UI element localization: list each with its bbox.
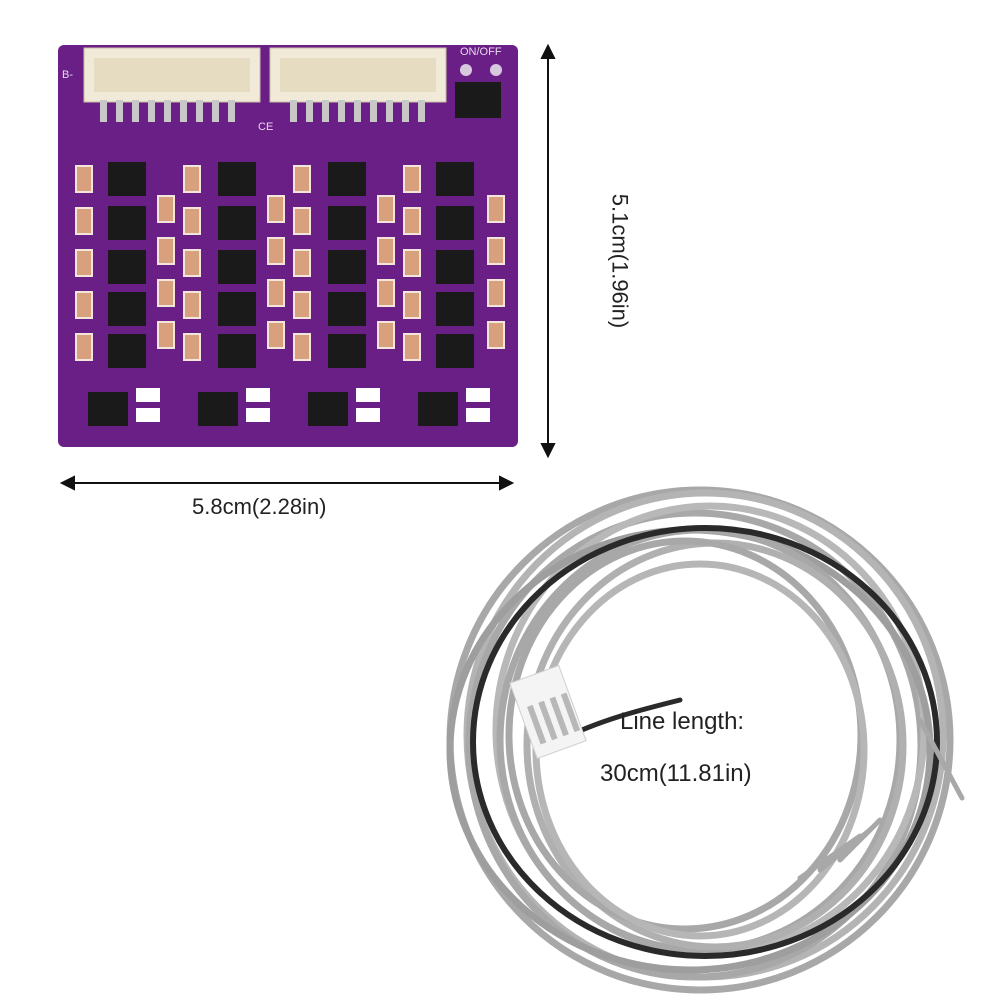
black-wire (470, 525, 940, 959)
balancer-channels (108, 162, 474, 368)
silk-b-minus: B- (62, 69, 73, 81)
line-length-title: Line length: (620, 708, 745, 735)
channel-2 (218, 162, 256, 368)
channel-1 (108, 162, 146, 368)
width-label: 5.8cm(2.28in) (192, 494, 327, 519)
channel-4 (436, 162, 474, 368)
height-arrow (540, 43, 556, 459)
control-ic (455, 82, 501, 118)
cable-wires (446, 486, 954, 994)
width-arrow (59, 475, 515, 491)
passive-components (75, 165, 505, 361)
jst-connector (509, 664, 587, 760)
balance-connector-left (83, 47, 261, 122)
line-length-value: 30cm(11.81in) (600, 760, 752, 787)
balance-connector-right (269, 47, 447, 122)
svg-text:CE: CE (258, 121, 273, 133)
bottom-ics (88, 392, 458, 426)
silk-onoff: ON/OFF (460, 46, 502, 58)
channel-3 (328, 162, 366, 368)
